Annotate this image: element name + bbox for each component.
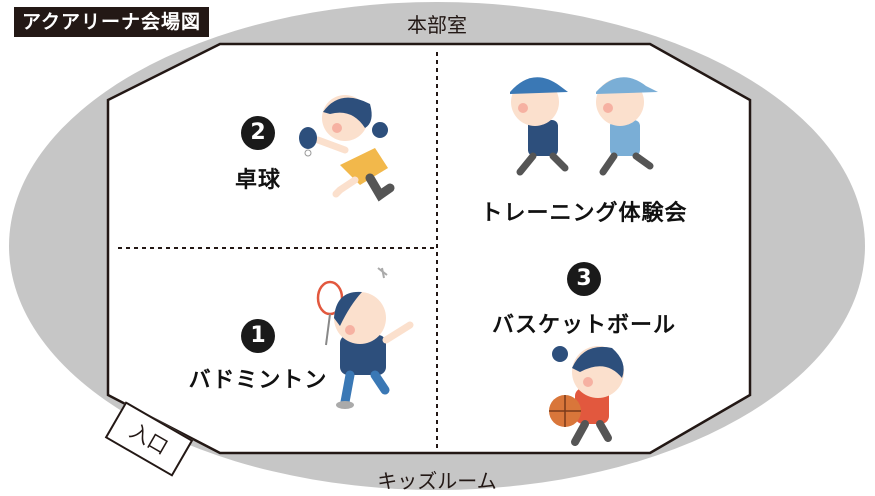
bottom-label: キッズルーム (377, 469, 497, 493)
zone-label-training: トレーニング体験会 (480, 201, 688, 226)
zone-label-badminton: バドミントン (188, 368, 328, 393)
map-title: アクアリーナ会場図 (14, 7, 210, 37)
top-label: 本部室 (407, 13, 467, 37)
table-tennis-girl-illustration (299, 95, 395, 202)
badminton-boy-illustration (316, 267, 414, 409)
zone-number-table-tennis: 2 (241, 116, 275, 150)
zone-number-basketball: 3 (567, 262, 601, 296)
zone-number-badminton: 1 (241, 319, 275, 353)
basketball-girl-illustration (549, 346, 624, 446)
zone-label-table-tennis: 卓球 (234, 168, 282, 193)
running-kids-illustration (510, 77, 658, 176)
zone-label-basketball: バスケットボール (491, 313, 677, 338)
